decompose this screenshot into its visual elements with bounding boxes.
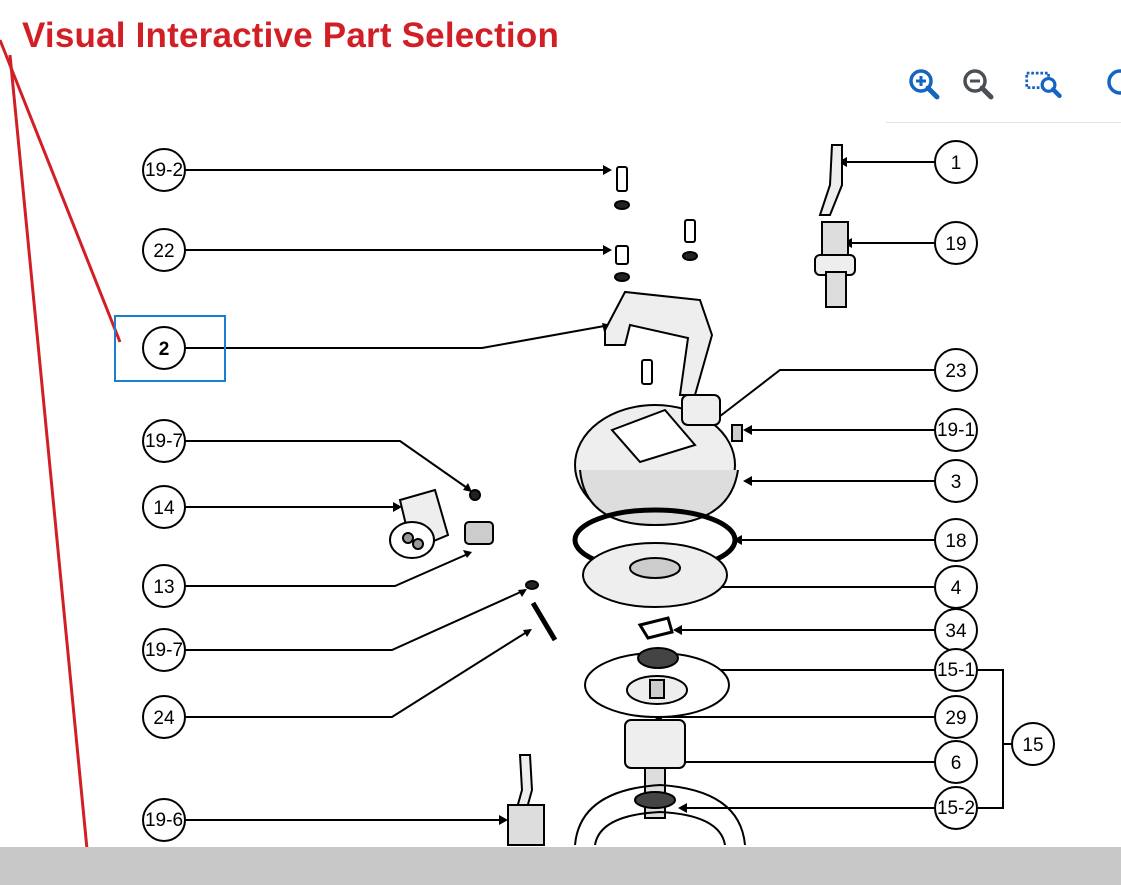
callout-19-7-upper[interactable]: 19-7 — [142, 419, 186, 463]
zoom-area-icon — [1025, 71, 1062, 99]
svg-text:1: 1 — [951, 153, 962, 174]
callout-24[interactable]: 24 — [142, 695, 186, 739]
svg-text:23: 23 — [945, 361, 966, 382]
callout-19-1[interactable]: 19-1 — [934, 408, 978, 452]
footer-bar — [0, 847, 1121, 885]
callouts: 19-2 22 2 19-7 14 13 19-7 24 19-6 1 19 2… — [142, 140, 1055, 842]
svg-text:15: 15 — [1022, 735, 1043, 756]
callout-19-2[interactable]: 19-2 — [142, 148, 186, 192]
svg-text:3: 3 — [951, 472, 962, 493]
svg-text:14: 14 — [153, 498, 175, 519]
svg-text:19-7: 19-7 — [145, 431, 183, 452]
zoom-in-button[interactable] — [904, 64, 944, 104]
zoom-in-icon — [909, 69, 940, 100]
callout-15-2[interactable]: 15-2 — [934, 786, 978, 830]
annotation-lines — [0, 39, 122, 881]
zoom-out-button[interactable] — [958, 64, 998, 104]
reset-view-icon — [1107, 69, 1121, 95]
callout-14[interactable]: 14 — [142, 485, 186, 529]
svg-text:2: 2 — [159, 339, 170, 360]
svg-text:19-2: 19-2 — [145, 160, 183, 181]
svg-text:19: 19 — [945, 234, 966, 255]
svg-text:34: 34 — [945, 621, 967, 642]
svg-text:29: 29 — [945, 708, 966, 729]
diagram-toolbar — [886, 62, 1121, 123]
callout-23[interactable]: 23 — [934, 348, 978, 392]
leader-lines — [185, 161, 1012, 821]
reset-view-button[interactable] — [1096, 64, 1121, 104]
svg-text:15-2: 15-2 — [937, 798, 975, 819]
callout-19[interactable]: 19 — [934, 221, 978, 265]
selection-highlight — [114, 315, 226, 382]
svg-text:19-7: 19-7 — [145, 640, 183, 661]
zoom-out-icon — [963, 69, 994, 100]
callout-18[interactable]: 18 — [934, 518, 978, 562]
svg-text:19-1: 19-1 — [937, 420, 975, 441]
callout-22[interactable]: 22 — [142, 228, 186, 272]
svg-text:24: 24 — [153, 708, 175, 729]
svg-text:15-1: 15-1 — [937, 660, 975, 681]
callout-15[interactable]: 15 — [1011, 722, 1055, 766]
callout-13[interactable]: 13 — [142, 564, 186, 608]
svg-text:18: 18 — [945, 531, 966, 552]
callout-1[interactable]: 1 — [934, 140, 978, 184]
callout-2-selected[interactable]: 2 — [142, 326, 186, 370]
callout-6[interactable]: 6 — [934, 740, 978, 784]
leader-arrowheads — [393, 157, 852, 825]
svg-text:6: 6 — [951, 753, 962, 774]
callout-34[interactable]: 34 — [934, 608, 978, 652]
callout-29[interactable]: 29 — [934, 695, 978, 739]
callout-19-6[interactable]: 19-6 — [142, 798, 186, 842]
callout-3[interactable]: 3 — [934, 459, 978, 503]
callout-19-7-lower[interactable]: 19-7 — [142, 628, 186, 672]
svg-text:4: 4 — [951, 578, 962, 599]
callout-4[interactable]: 4 — [934, 565, 978, 609]
svg-text:22: 22 — [153, 241, 174, 262]
part-drawings — [389, 144, 856, 846]
svg-text:19-6: 19-6 — [145, 810, 183, 831]
svg-text:13: 13 — [153, 577, 174, 598]
zoom-area-button[interactable] — [1024, 64, 1064, 104]
callout-15-1[interactable]: 15-1 — [934, 648, 978, 692]
page-title: Visual Interactive Part Selection — [22, 16, 560, 55]
